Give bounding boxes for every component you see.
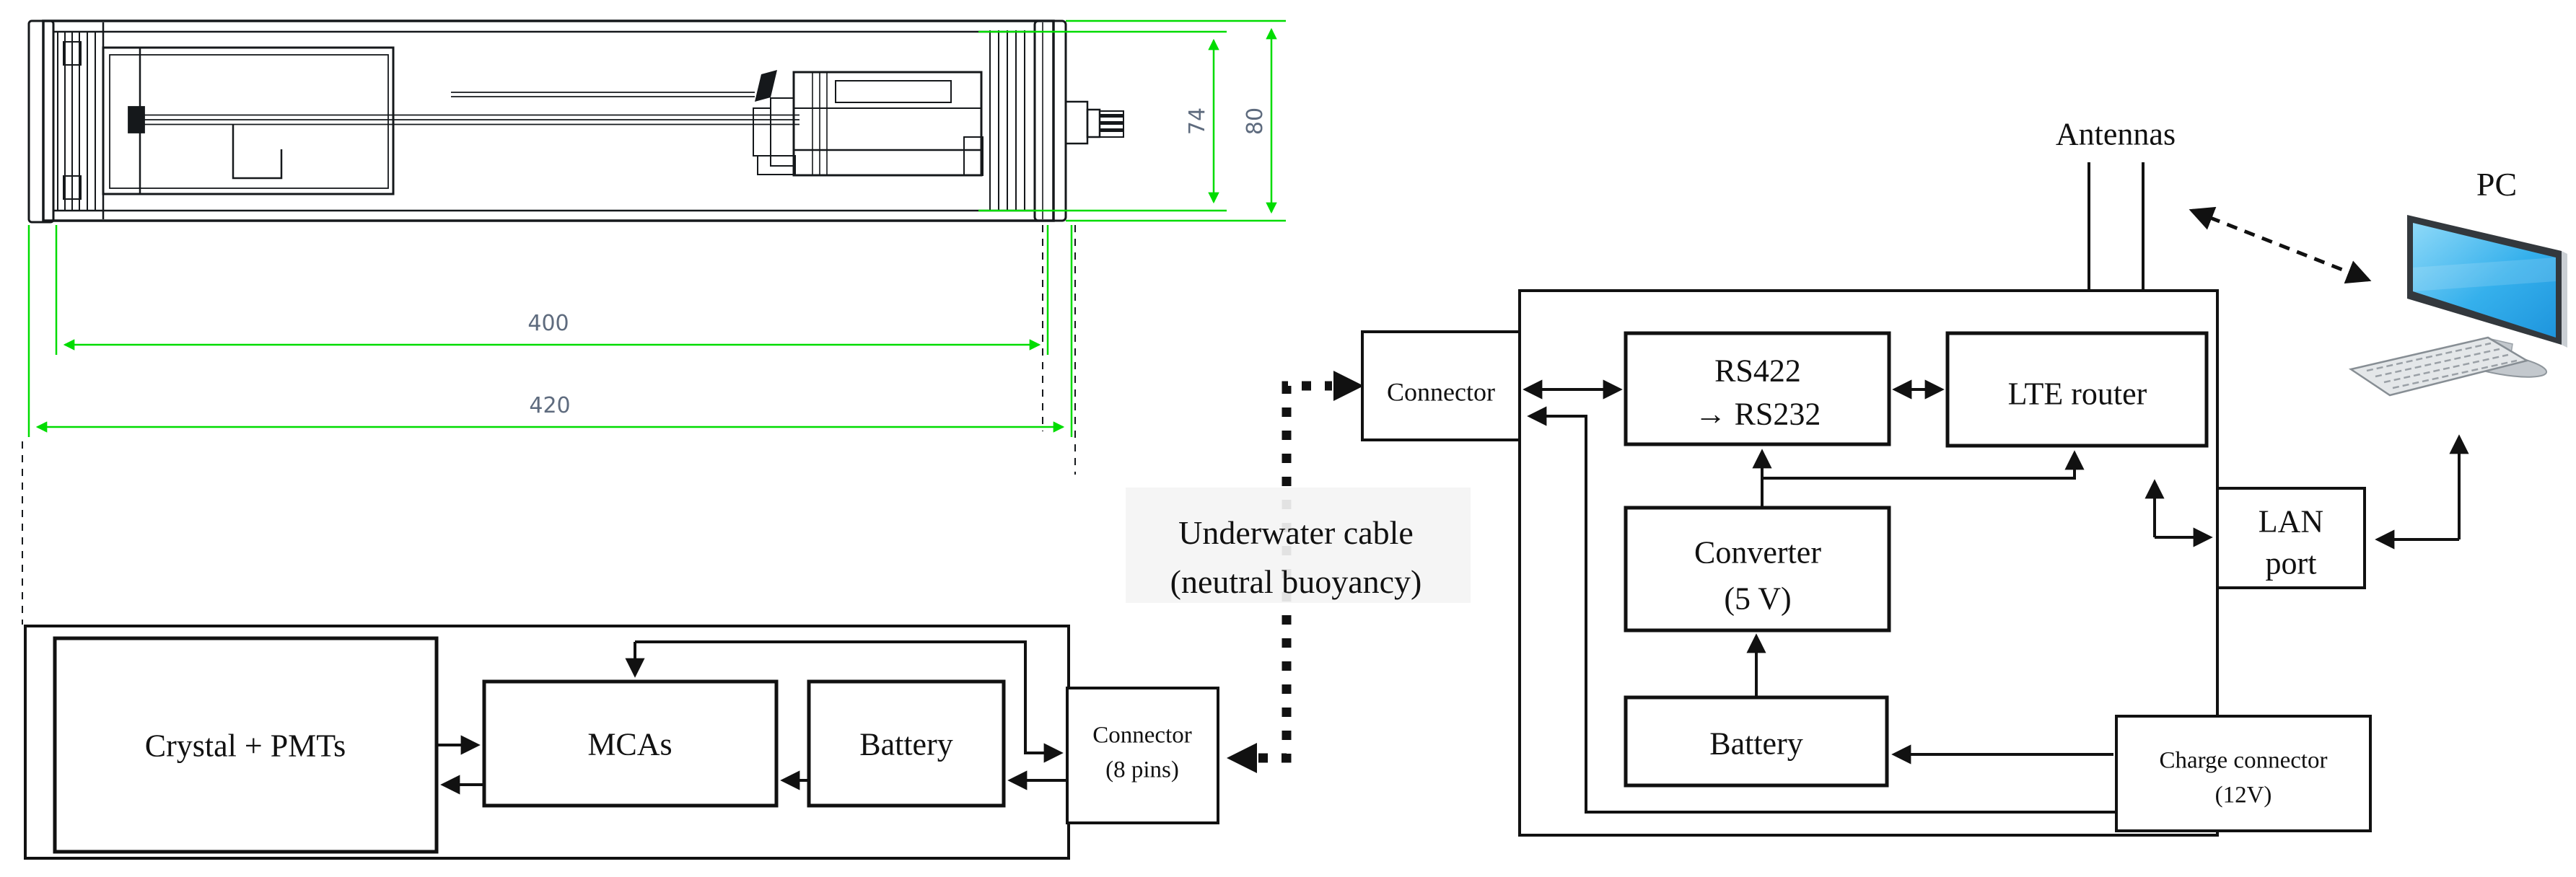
cad-tube-outline [42,19,1055,222]
battery-underwater-box [807,679,1006,808]
charge-connector-label-2: (12V) [2215,783,2272,808]
cad-crystal-pmt-block [102,46,395,195]
battery-underwater-label: Battery [859,726,953,762]
pc-keyboard-icon [2348,336,2530,397]
cable-label-1: Underwater cable [1178,514,1414,551]
connector-8pins-label-1: Connector [1092,723,1191,749]
arrow-power-return-to-connector [1527,406,2116,814]
pc-icon [2348,215,2567,397]
cad-upper-rails [451,92,755,97]
connector-surface-box [1361,330,1521,441]
lan-port-label-2: port [2266,545,2317,581]
dimension-text-400: 400 [527,311,569,336]
surface-unit-diagram [1361,162,2469,837]
cad-right-flange [1033,19,1067,222]
cad-projection-dashed-lines [22,225,1076,625]
arrow-converter-to-lte [1762,450,2085,480]
dimension-text-74: 74 [1185,107,1210,135]
lan-port-label-1: LAN [2259,503,2323,539]
mcas-box [482,679,779,808]
crystal-pmts-label: Crystal + PMTs [145,728,346,763]
cad-lever-flag [755,70,777,102]
dimension-text-420: 420 [529,393,570,418]
pc-label: PC [2476,166,2517,203]
cad-left-endcap [27,19,55,224]
cable-label-2: (neutral buoyancy) [1170,563,1422,600]
dimension-text-80: 80 [1243,107,1268,135]
underwater-unit-diagram [24,625,1219,860]
charge-connector-label-1: Charge connector [2159,748,2327,774]
underwater-cable [1126,371,1471,773]
cad-motor-block [753,71,983,177]
pc-monitor-screen-icon [2413,223,2556,338]
cable-arrowhead-left-icon [1227,743,1257,773]
rs422-box [1624,331,1891,446]
cad-middle-bracket [232,125,283,180]
lte-router-label: LTE router [2008,376,2147,411]
rs422-label-2: → RS232 [1695,396,1821,431]
connector-8pins-box [1066,687,1219,824]
cable-arrowhead-right-icon [1333,371,1364,401]
cad-center-rod [128,106,799,133]
battery-surface-label: Battery [1709,726,1803,761]
cad-right-endcap-rings [989,30,1025,211]
surface-arrows [1523,379,2469,814]
converter-box [1624,506,1891,633]
underwater-arrows [437,640,1067,795]
rs422-label-1: RS422 [1714,353,1801,388]
converter-label-2: (5 V) [1724,581,1791,616]
connector-surface-label: Connector [1387,378,1495,407]
pc-keyboard-keys-icon [2366,342,2518,389]
mcas-label: MCAs [587,726,672,762]
pc-screen-glare-icon [2413,257,2556,291]
converter-label-1: Converter [1694,534,1821,570]
pc-monitor-edge-icon [2562,251,2567,348]
cad-connector-stub [1064,100,1124,145]
cad-housing-drawing [22,19,1124,625]
lte-router-box [1945,331,2209,448]
arrow-wireless-antenna-pc [2189,206,2372,284]
connector-8pins-label-2: (8 pins) [1105,757,1179,783]
arrow-dataline-to-connector [635,640,1064,763]
antennas-label: Antennas [2056,116,2176,151]
lan-port-box [2216,487,2366,589]
cad-dimension-lines [27,19,1286,437]
charge-connector-box [2115,715,2372,832]
cad-left-flange-rings [57,22,105,219]
battery-surface-box [1624,695,1889,788]
cable-label-background [1126,488,1471,603]
